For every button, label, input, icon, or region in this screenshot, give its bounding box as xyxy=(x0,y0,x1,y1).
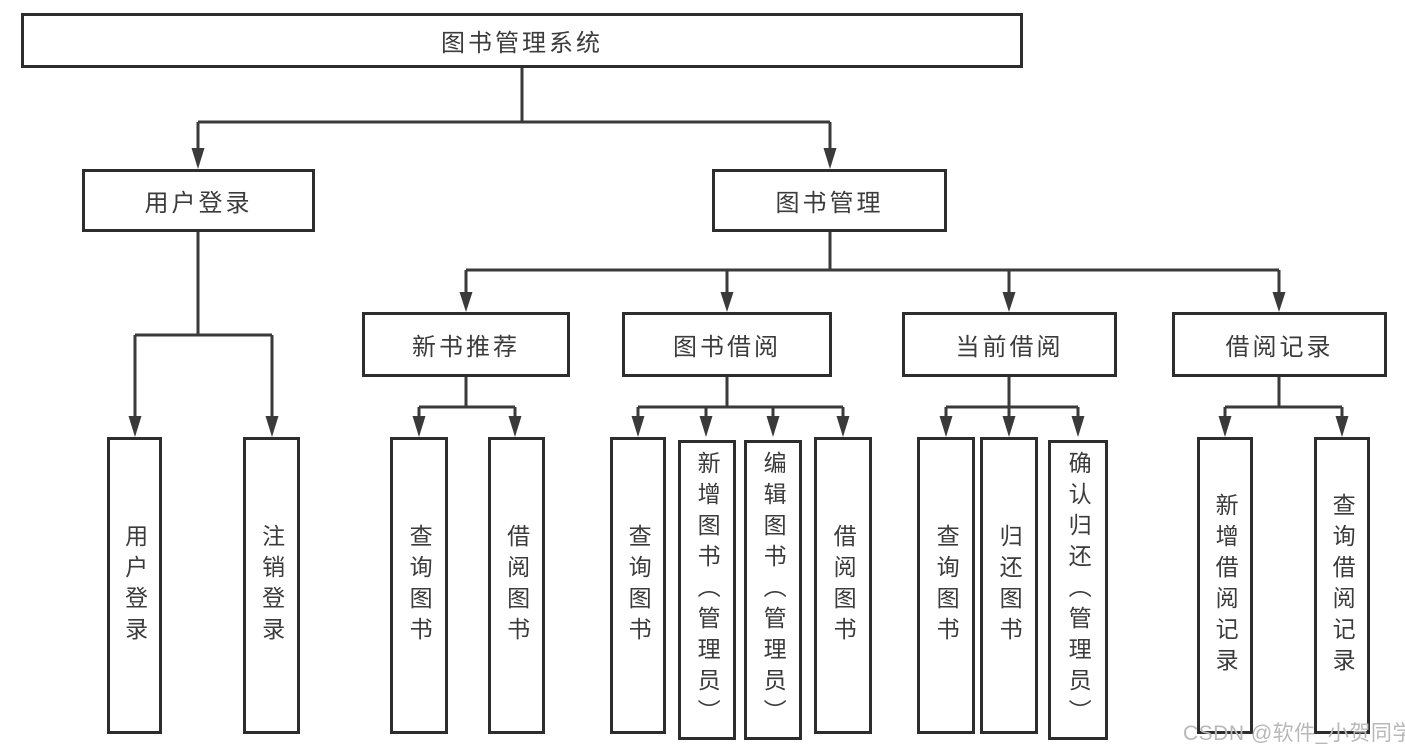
arrowhead xyxy=(1002,292,1016,312)
node-label: 图书管理系统 xyxy=(441,30,603,57)
leaf-query-books-borrowing: 查询图书 xyxy=(610,437,666,734)
arrowhead xyxy=(1335,416,1349,437)
leaf-logout: 注销登录 xyxy=(243,437,300,734)
node-borrowing-records: 借阅记录 xyxy=(1172,312,1387,377)
leaf-edit-books-admin: 编辑图书（管理员） xyxy=(744,440,802,740)
node-label: 借阅记录 xyxy=(1225,334,1334,361)
arrowhead xyxy=(699,416,713,437)
node-label: 新书推荐 xyxy=(412,334,520,361)
node-label: 确认归还（管理员） xyxy=(1065,450,1092,730)
node-label: 归还图书 xyxy=(996,523,1023,648)
leaf-query-borrow-record: 查询借阅记录 xyxy=(1314,437,1370,734)
arrowhead xyxy=(720,292,734,312)
node-library-management-system: 图书管理系统 xyxy=(21,13,1023,68)
leaf-confirm-return-admin: 确认归还（管理员） xyxy=(1048,440,1108,740)
node-label: 用户登录 xyxy=(144,190,253,217)
node-label: 当前借阅 xyxy=(955,334,1064,361)
arrowhead xyxy=(1218,416,1232,437)
node-label: 图书管理 xyxy=(775,190,884,217)
arrowhead xyxy=(836,416,850,437)
arrowhead xyxy=(412,416,426,437)
leaf-user-login: 用户登录 xyxy=(107,437,162,734)
arrowhead xyxy=(459,292,473,312)
arrowhead xyxy=(1272,292,1286,312)
leaf-query-books-recommend: 查询图书 xyxy=(390,437,448,734)
leaf-query-books-current: 查询图书 xyxy=(917,437,975,734)
arrowhead xyxy=(191,148,205,169)
node-label: 查询图书 xyxy=(933,523,960,648)
leaf-add-books-admin: 新增图书（管理员） xyxy=(678,440,736,740)
node-book-borrowing: 图书借阅 xyxy=(622,312,832,377)
arrowhead xyxy=(265,416,279,437)
arrowhead xyxy=(766,416,780,437)
arrowhead xyxy=(631,416,645,437)
node-user-login: 用户登录 xyxy=(82,169,315,232)
leaf-add-borrow-record: 新增借阅记录 xyxy=(1197,437,1253,734)
node-label: 编辑图书（管理员） xyxy=(760,450,787,730)
leaf-borrow-books: 借阅图书 xyxy=(814,437,872,734)
node-label: 查询图书 xyxy=(625,523,652,648)
node-label: 借阅图书 xyxy=(830,523,857,648)
leaf-borrow-books-recommend: 借阅图书 xyxy=(488,437,545,734)
node-label: 注销登录 xyxy=(258,523,285,648)
node-new-book-recommendation: 新书推荐 xyxy=(362,312,570,377)
arrowhead xyxy=(128,416,142,437)
arrowhead xyxy=(823,148,837,169)
node-label: 用户登录 xyxy=(121,523,148,648)
leaf-return-books: 归还图书 xyxy=(980,437,1038,734)
node-label: 查询图书 xyxy=(406,523,433,648)
csdn-watermark: CSDN @软件_小贺同学 xyxy=(1183,722,1405,745)
node-current-borrowing: 当前借阅 xyxy=(902,312,1117,377)
node-label: 图书借阅 xyxy=(673,334,781,361)
node-label: 新增图书（管理员） xyxy=(694,450,721,730)
node-label: 查询借阅记录 xyxy=(1329,492,1356,679)
node-label: 新增借阅记录 xyxy=(1212,492,1239,679)
arrowhead xyxy=(508,416,522,437)
node-book-management: 图书管理 xyxy=(712,169,947,232)
node-label: 借阅图书 xyxy=(503,523,530,648)
arrowhead xyxy=(939,416,953,437)
arrowhead xyxy=(1071,416,1085,437)
arrowhead xyxy=(1002,416,1016,437)
